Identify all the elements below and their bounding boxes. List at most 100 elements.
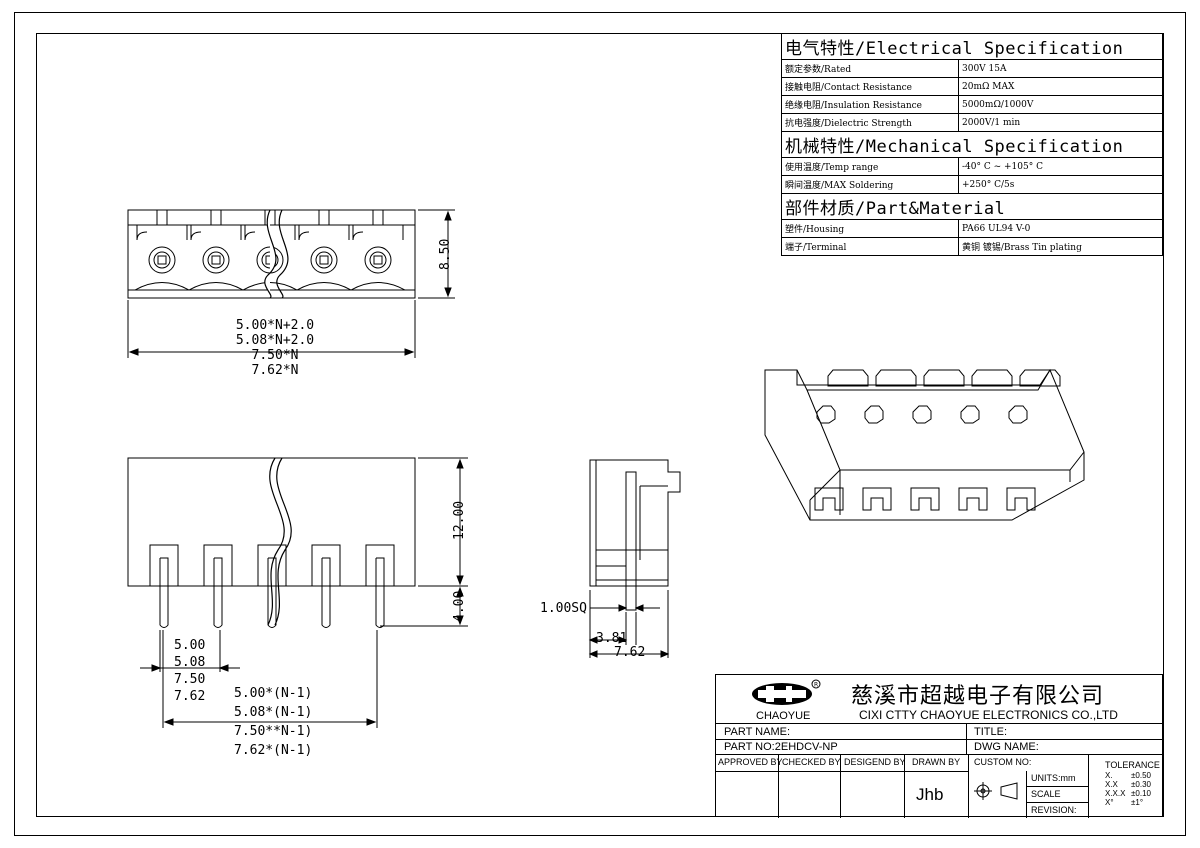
pin-length-dim: 4.00 [452, 590, 467, 622]
inner-frame [36, 33, 1164, 817]
electrical-spec-label: 抗电强度/Dielectric Strength [781, 113, 959, 132]
span-dim-1: 5.00*(N-1) [234, 686, 313, 701]
mechanical-spec-label: 瞬间温度/MAX Soldering [781, 175, 959, 194]
divider [716, 723, 1164, 724]
terminal-cell [350, 210, 406, 291]
iso-terminal-cell [814, 369, 869, 511]
electrical-spec-value: 20mΩ MAX [958, 77, 1163, 96]
svg-text:R: R [814, 682, 818, 689]
electrical-spec-header: 电气特性/Electrical Specification [781, 33, 1163, 60]
material-spec-value: PA66 UL94 V-0 [958, 219, 1163, 238]
span-dim-labels: 5.00*(N-1) 5.08*(N-1) 7.50**N-1) 7.62*(N… [234, 684, 312, 760]
tolerance-key: X. [1105, 771, 1113, 780]
revision-label: REVISION: [1031, 805, 1077, 815]
divider [716, 739, 1164, 740]
pitch-dim-labels: 5.00 5.08 7.50 7.62 [174, 637, 205, 705]
tolerance-key: X.X [1105, 780, 1118, 789]
front-view [127, 457, 468, 728]
drawn-by-value: Jhb [916, 785, 944, 804]
tolerance-row: X° ±1° [1105, 798, 1151, 807]
tolerance-row: X.X.X ±0.10 [1105, 789, 1151, 798]
pitch-dim-1: 5.00 [174, 638, 206, 653]
tolerance-key: X.X.X [1105, 789, 1126, 798]
span-dim-3: 7.50**N-1) [234, 724, 313, 739]
width-dim-2: 5.08*N+2.0 [235, 333, 315, 348]
checked-by-label: CHECKED BY [782, 757, 841, 767]
isometric-view [764, 368, 1085, 521]
tolerance-value: ±0.10 [1131, 789, 1151, 798]
height-front-dim: 12.00 [452, 500, 467, 540]
divider [840, 754, 841, 818]
divider [1026, 802, 1088, 803]
iso-terminal-cell [1006, 369, 1061, 511]
width-dim-1: 5.00*N+2.0 [235, 318, 315, 333]
width-dim-4: 7.62*N [251, 363, 299, 378]
material-spec-value: 黄铜 镀锡/Brass Tin plating [958, 237, 1163, 256]
divider [1088, 754, 1089, 818]
pitch-dim-3: 7.50 [174, 672, 206, 687]
company-name-en: CIXI CTTY CHAOYUE ELECTRONICS CO.,LTD [859, 708, 1118, 722]
company-name-cn: 慈溪市超越电子有限公司 [851, 684, 1105, 709]
divider [904, 754, 905, 818]
electrical-spec-value: 5000mΩ/1000V [958, 95, 1163, 114]
dwg-name-label: DWG NAME: [974, 741, 1039, 753]
pin [311, 544, 341, 628]
pin [203, 544, 233, 628]
tolerance-key: X° [1105, 798, 1114, 807]
part-no-label: PART NO:2EHDCV-NP [724, 741, 838, 753]
terminal-cell [296, 210, 352, 291]
tolerance-row: X. ±0.50 [1105, 771, 1151, 780]
divider [716, 754, 1164, 755]
electrical-spec-value: 2000V/1 min [958, 113, 1163, 132]
pitch-dim-4: 7.62 [174, 689, 206, 704]
material-spec-header: 部件材质/Part&Material [781, 193, 1163, 220]
iso-terminal-cell [910, 369, 965, 511]
custom-no-label: CUSTOM NO: [974, 757, 1032, 767]
tolerance-value: ±0.50 [1131, 771, 1151, 780]
side-view [588, 459, 681, 658]
divider [968, 754, 969, 818]
chaoyue-logo-icon: R [752, 679, 821, 705]
projection-symbol-icon [974, 782, 1018, 800]
scale-label: SCALE [1031, 789, 1061, 799]
title-label: TITLE: [974, 726, 1008, 738]
pin-square-dim: 1.00SQ [540, 601, 587, 616]
outer-frame [14, 12, 1186, 836]
divider [716, 771, 968, 772]
span-dim-4: 7.62*(N-1) [234, 743, 313, 758]
tolerance-row: X.X ±0.30 [1105, 780, 1151, 789]
mechanical-spec-header: 机械特性/Mechanical Specification [781, 131, 1163, 158]
side-dim-b: 7.62 [614, 645, 646, 660]
terminal-cell [188, 210, 244, 291]
iso-terminal-cell [958, 369, 1013, 511]
divider [778, 754, 779, 818]
electrical-spec-label: 接触电阻/Contact Resistance [781, 77, 959, 96]
top-view [127, 209, 455, 358]
iso-terminal-cell [862, 369, 917, 511]
width-dim-3: 7.50*N [251, 348, 299, 363]
span-dim-2: 5.08*(N-1) [234, 705, 313, 720]
logo-text: CHAOYUE [756, 710, 811, 722]
designed-by-label: DESIGEND BY [844, 757, 906, 767]
tolerance-value: ±0.30 [1131, 780, 1151, 789]
width-dim-labels: 5.00*N+2.0 5.08*N+2.0 7.50*N 7.62*N [230, 318, 320, 378]
height-top-dim: 8.50 [438, 238, 453, 270]
title-block: R CHAOYUE 慈溪市超越电子有限公司 CIXI CTTY CHAOYUE … [715, 674, 1164, 818]
side-dim-a: 3.81 [596, 631, 628, 646]
electrical-spec-value: 300V 15A [958, 59, 1163, 78]
pin [365, 544, 395, 628]
divider [1026, 771, 1027, 818]
mechanical-spec-value: +250° C/5s [958, 175, 1163, 194]
tolerance-value: ±1° [1131, 798, 1144, 807]
material-spec-label: 塑件/Housing [781, 219, 959, 238]
divider [1026, 786, 1088, 787]
drawn-by-label: DRAWN BY [912, 757, 961, 767]
electrical-spec-label: 绝缘电阻/Insulation Resistance [781, 95, 959, 114]
pin [149, 544, 179, 628]
approved-by-label: APPROVED BY [718, 757, 783, 767]
mechanical-spec-label: 使用温度/Temp range [781, 157, 959, 176]
divider [966, 723, 967, 754]
